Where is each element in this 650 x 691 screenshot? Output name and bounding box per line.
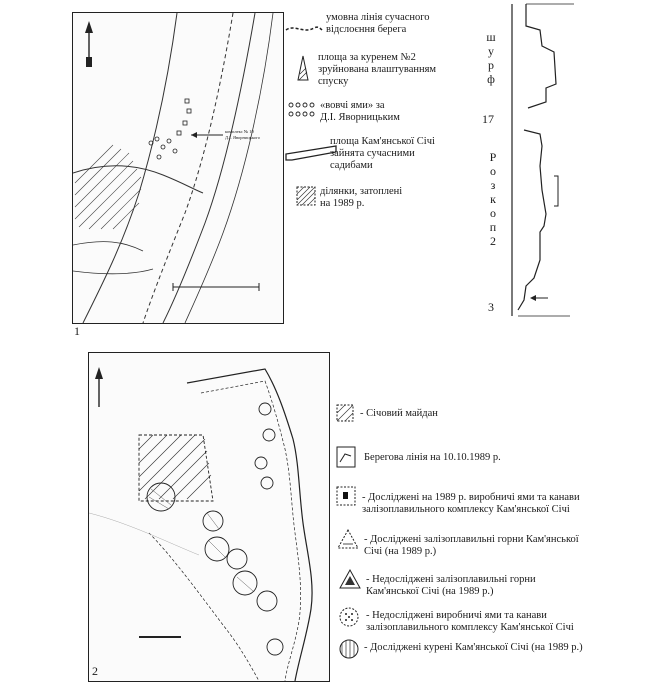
left-arrow-icon	[530, 295, 548, 301]
figure1-legend-item-2: площа за куренем №2 зруйнована влаштуван…	[318, 52, 437, 87]
shore-line-box-icon	[336, 446, 356, 468]
dashed-shore-line-icon	[285, 26, 323, 31]
figure1-map: комплекс № 10 Д.І. Яворницького	[72, 12, 284, 324]
wolf-pits-icon	[288, 102, 315, 117]
profile-section-drawing	[511, 3, 574, 317]
unstudied-pits-icon	[339, 607, 359, 627]
north-arrow-icon	[85, 21, 93, 67]
figure2-legend-item-4: - Досліджені залізоплавильні горни Кам'я…	[364, 534, 579, 557]
unstudied-furnaces-icon	[339, 568, 361, 589]
north-arrow-icon	[95, 367, 103, 407]
flooded-hatch-icon	[296, 186, 316, 206]
figure1-legend-item-4: площа Кам'янської Січі зайнята сучасними…	[330, 136, 435, 171]
studied-pits-icon	[336, 486, 356, 506]
figure2-legend-item-6: - Недосліджені виробничі ями та канави з…	[366, 610, 574, 633]
profile-label-17: 17	[482, 112, 494, 126]
figure2-map-drawing	[88, 367, 313, 682]
map-callout-label: комплекс № 10 Д.І. Яворницького	[225, 129, 261, 140]
figure1-legend-item-1: умовна лінія сучасного відслоєння берега	[326, 12, 430, 35]
figure1-legend-item-3: «вовчі ями» за Д.І. Яворницьким	[320, 100, 400, 123]
profile-label-3: 3	[488, 300, 494, 314]
callout-arrow-icon	[191, 132, 223, 138]
hatched-triangle-icon	[297, 55, 309, 81]
figure1-map-drawing	[72, 12, 274, 324]
figure2-legend-item-3: - Досліджені на 1989 р. виробничі ями та…	[362, 492, 580, 515]
scale-bar	[172, 283, 260, 291]
studied-furnaces-icon	[337, 528, 359, 549]
figure2-legend-item-7: - Досліджені курені Кам'янської Січі (на…	[364, 642, 583, 653]
figure1-legend-item-5: ділянки, затоплені на 1989 р.	[320, 186, 403, 209]
hatched-square-icon	[336, 404, 354, 422]
studied-kurens-icon	[339, 639, 359, 659]
figure2-number: 2	[92, 664, 98, 678]
figure2-legend-item-1: - Січовий майдан	[360, 408, 438, 419]
figure2-legend-item-2: Берегова лінія на 10.10.1989 р.	[364, 452, 501, 463]
figure1-number: 1	[74, 324, 80, 338]
sich-area-outline-icon	[285, 145, 337, 161]
figure2-legend-item-5: - Недосліджені залізоплавильні горни Кам…	[366, 574, 536, 597]
figure2-map	[88, 352, 330, 682]
